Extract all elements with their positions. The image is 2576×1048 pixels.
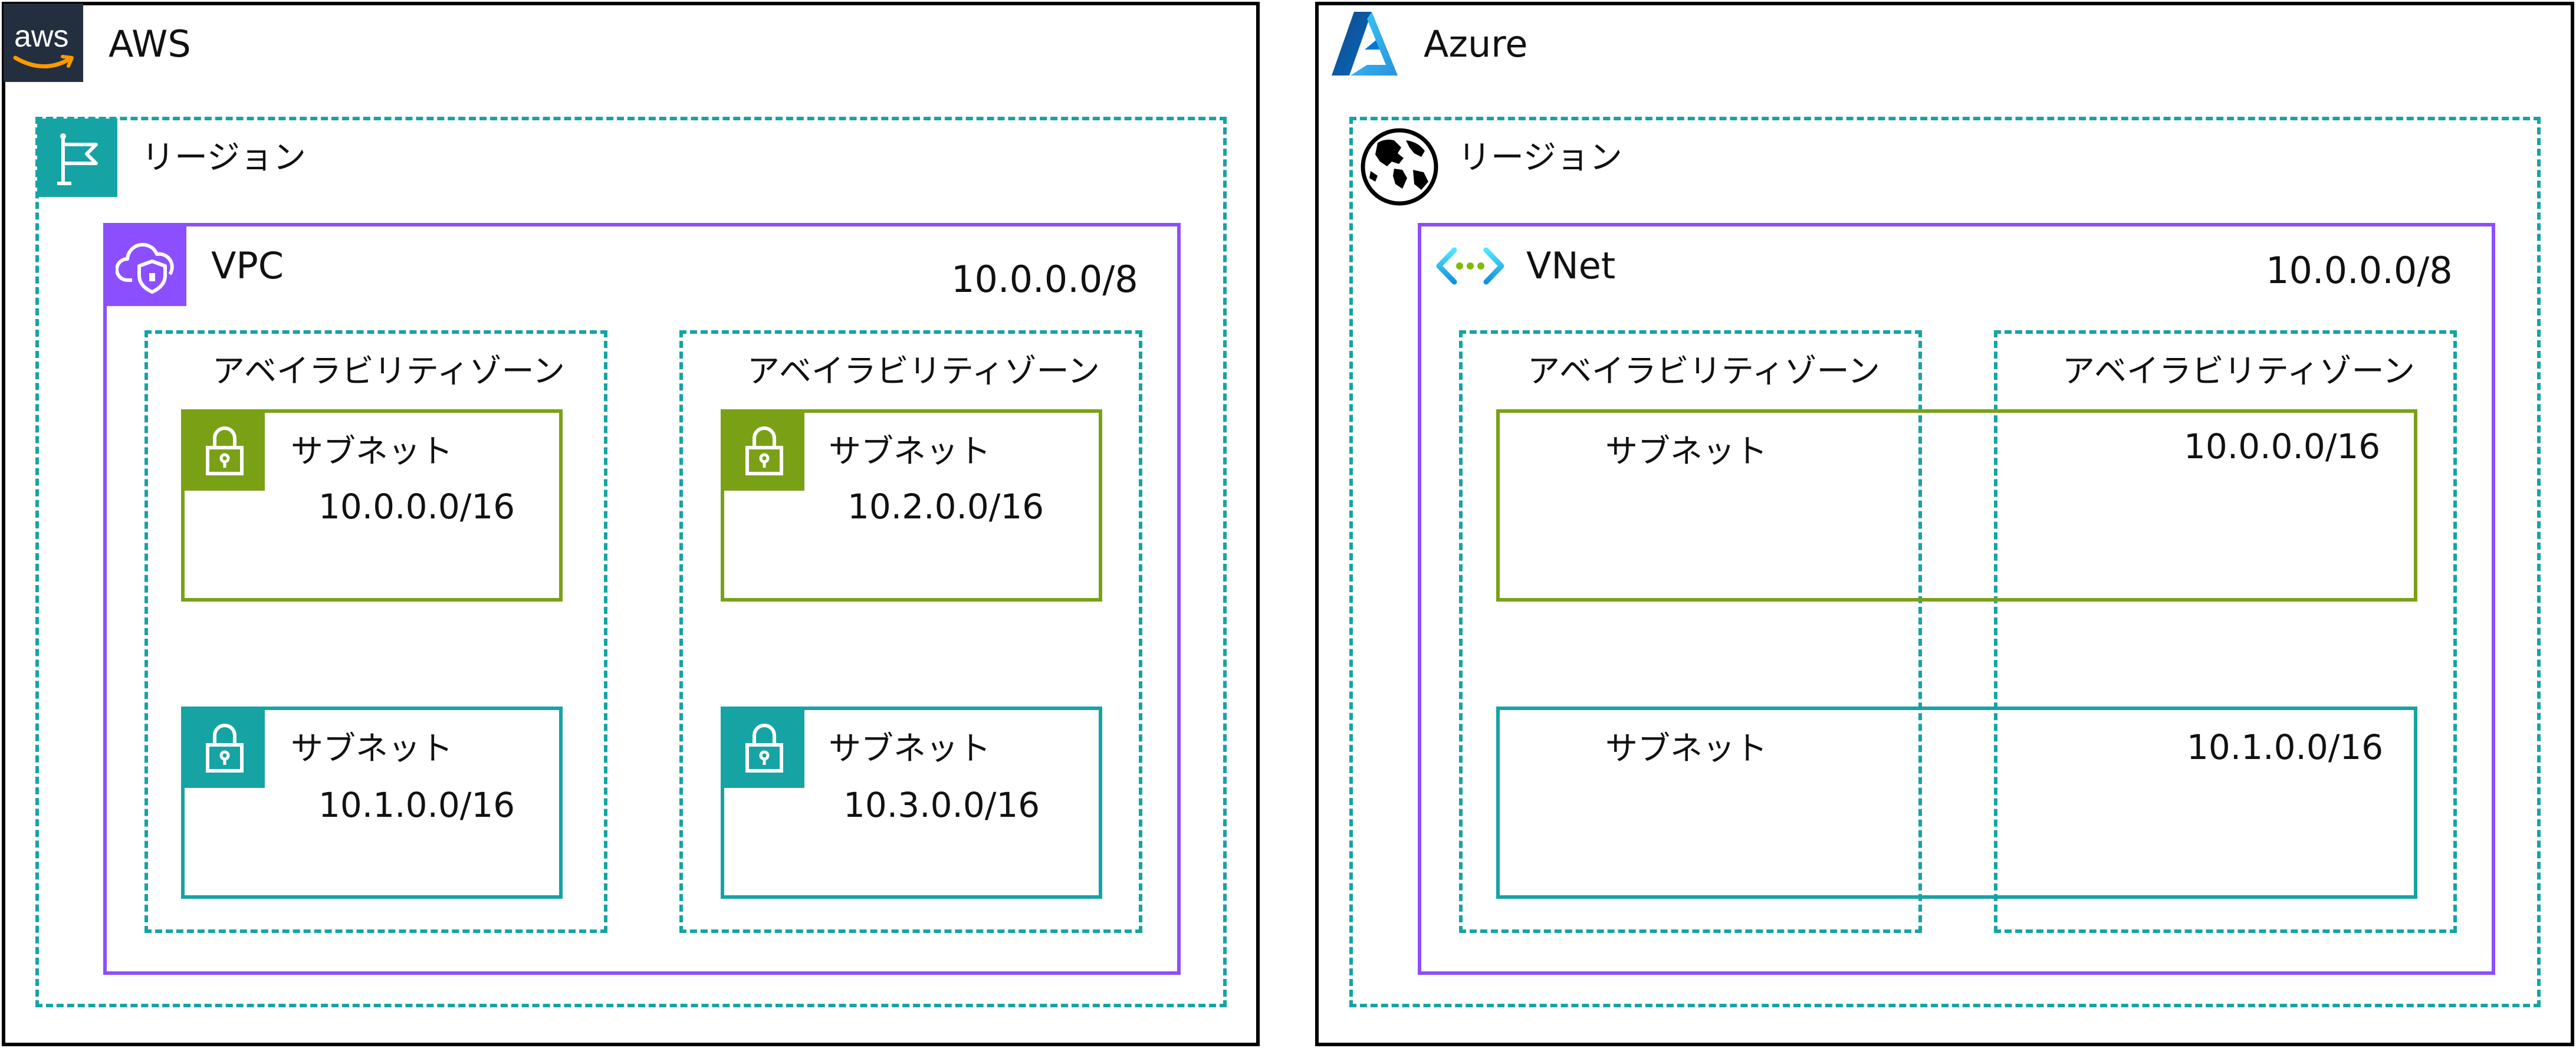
aws-subnet-1-label: サブネット xyxy=(291,432,454,470)
cloud-shield-icon xyxy=(116,242,174,294)
aws-subnet-2-badge xyxy=(185,708,265,788)
azure-logo-icon xyxy=(1332,12,1398,75)
aws-subnet-1-badge xyxy=(185,411,265,491)
aws-subnet-3-badge xyxy=(724,411,804,491)
aws-subnet-3-label: サブネット xyxy=(829,432,991,470)
azure-subnet-2-cidr: 10.1.0.0/16 xyxy=(2187,727,2384,767)
aws-subnet-1-cidr: 10.0.0.0/16 xyxy=(318,487,515,527)
azure-vnet xyxy=(1418,223,2495,975)
aws-region xyxy=(35,117,1227,1007)
lock-icon xyxy=(206,724,244,773)
flag-icon xyxy=(57,133,98,185)
aws-cloud-frame xyxy=(2,2,1260,1046)
aws-az-2-label: アベイラビリティゾーン xyxy=(747,352,1100,390)
aws-az-2 xyxy=(679,330,1142,933)
aws-subnet-2-cidr: 10.1.0.0/16 xyxy=(318,785,515,825)
aws-az-1 xyxy=(144,330,607,933)
azure-subnet-1 xyxy=(1496,409,2417,602)
aws-subnet-4-label: サブネット xyxy=(829,730,991,767)
aws-logo-text: aws xyxy=(14,19,69,54)
globe-icon xyxy=(1361,128,1438,206)
aws-subnet-2-label: サブネット xyxy=(291,730,454,767)
aws-subnet-4 xyxy=(721,707,1102,899)
aws-az-1-label: アベイラビリティゾーン xyxy=(212,352,565,390)
azure-vnet-cidr: 10.0.0.0/8 xyxy=(2266,249,2453,292)
azure-az-1-label: アベイラビリティゾーン xyxy=(1527,352,1880,390)
aws-subnet-4-badge xyxy=(724,708,804,788)
azure-title: Azure xyxy=(1424,22,1528,65)
lock-icon xyxy=(206,426,244,475)
lock-icon xyxy=(745,426,783,475)
aws-vpc xyxy=(103,223,1181,975)
aws-region-label: リージョン xyxy=(142,139,306,177)
azure-region-label: リージョン xyxy=(1458,139,1622,177)
vnet-icon xyxy=(1436,247,1504,285)
aws-subnet-3-cidr: 10.2.0.0/16 xyxy=(847,487,1044,527)
aws-logo: aws xyxy=(4,4,83,82)
aws-subnet-1 xyxy=(181,409,563,602)
azure-vnet-label: VNet xyxy=(1526,244,1616,287)
aws-vpc-cidr: 10.0.0.0/8 xyxy=(951,258,1138,301)
azure-az-2 xyxy=(1994,330,2457,933)
aws-vpc-label: VPC xyxy=(211,244,284,287)
aws-smile-icon xyxy=(13,55,74,68)
azure-subnet-2-label: サブネット xyxy=(1605,730,1768,767)
azure-cloud-frame xyxy=(1315,2,2574,1046)
azure-subnet-1-cidr: 10.0.0.0/16 xyxy=(2184,426,2381,466)
azure-subnet-1-label: サブネット xyxy=(1605,432,1768,470)
azure-az-2-label: アベイラビリティゾーン xyxy=(2062,352,2415,390)
aws-title: AWS xyxy=(109,22,191,65)
aws-subnet-3 xyxy=(721,409,1102,602)
aws-region-badge xyxy=(37,119,117,197)
azure-region xyxy=(1349,117,2541,1007)
lock-icon xyxy=(745,724,783,773)
aws-subnet-2 xyxy=(181,707,563,899)
aws-vpc-badge xyxy=(105,225,186,306)
aws-subnet-4-cidr: 10.3.0.0/16 xyxy=(843,785,1040,825)
azure-subnet-2 xyxy=(1496,707,2417,899)
azure-az-1 xyxy=(1459,330,1922,933)
